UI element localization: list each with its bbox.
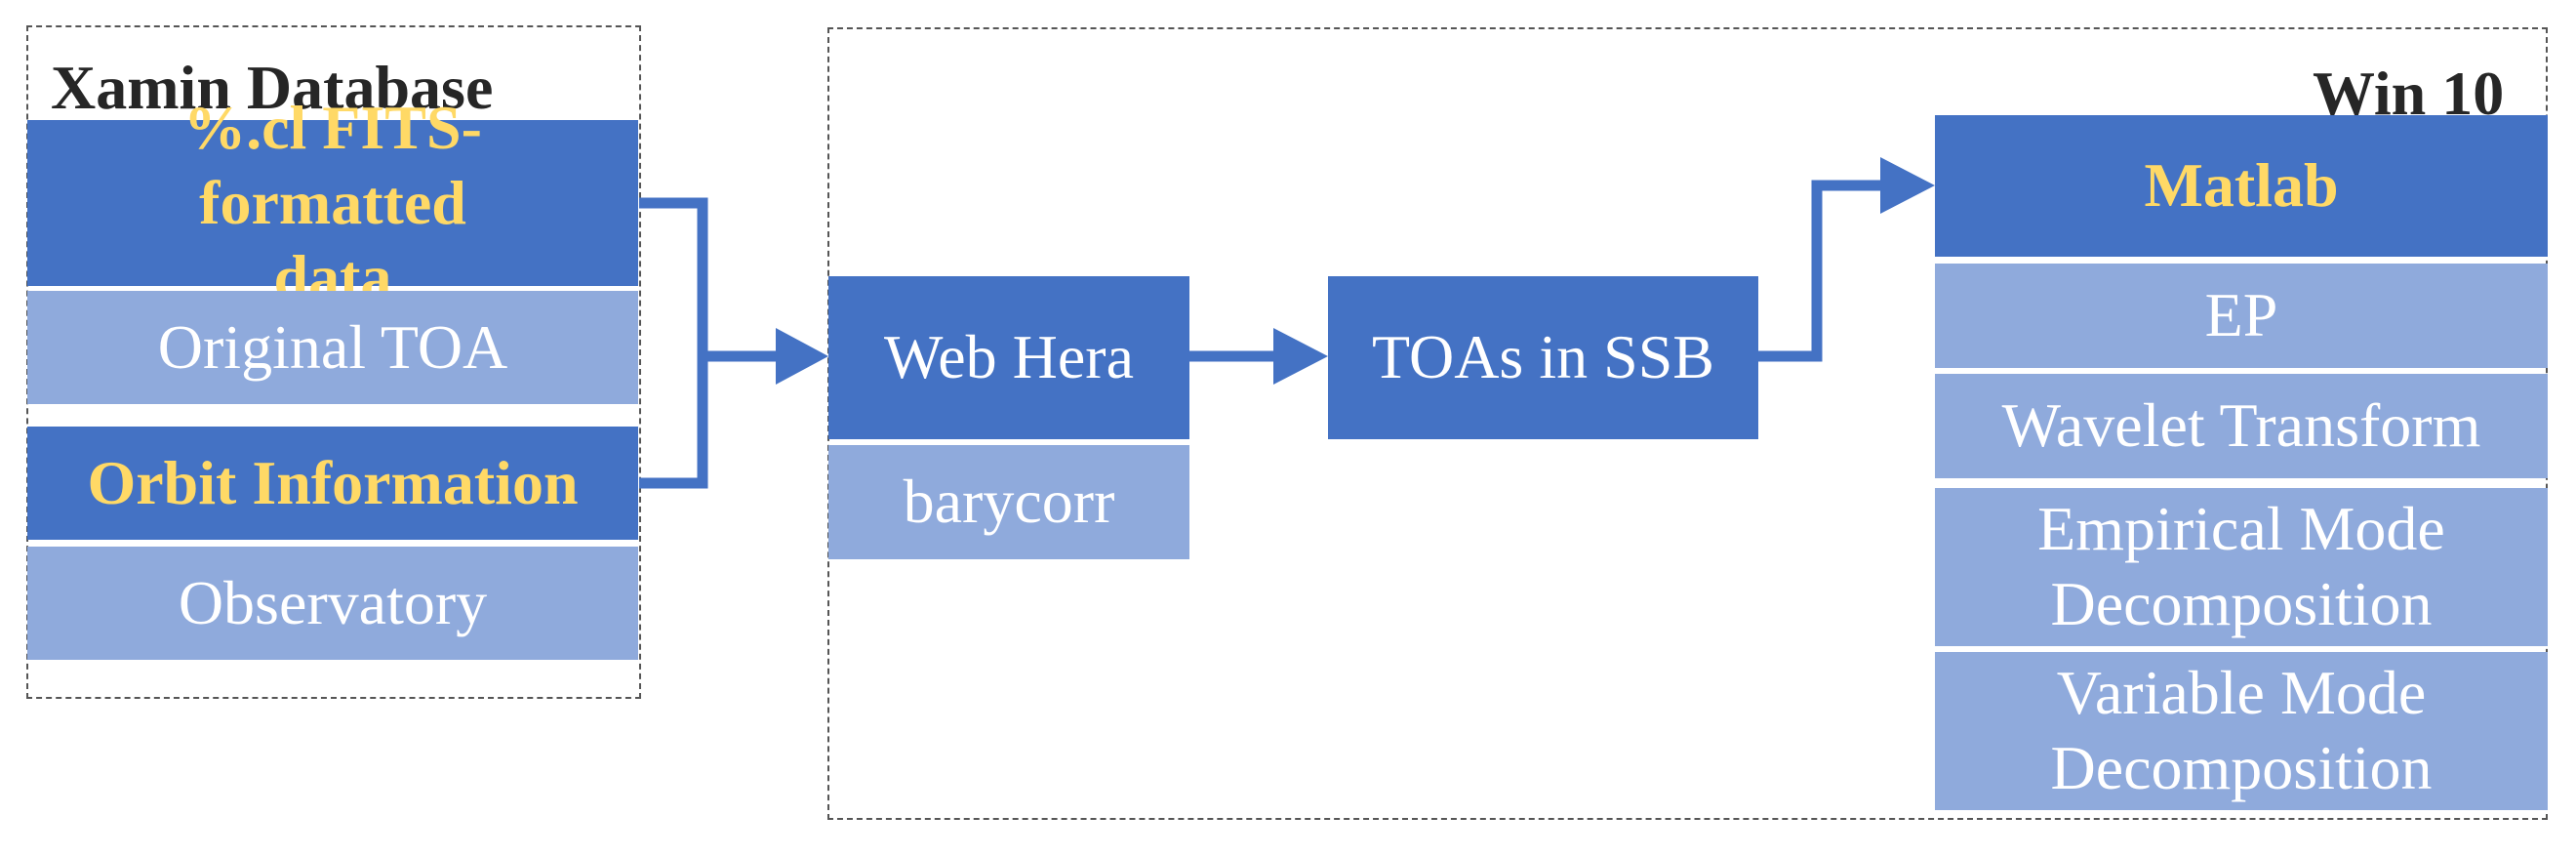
matlab-header-box: Matlab — [1935, 115, 2548, 257]
empirical-mode-decomposition-box: Empirical Mode Decomposition — [1935, 488, 2548, 646]
ep-box: EP — [1935, 264, 2548, 368]
xamin-database-title: Xamin Database — [51, 53, 494, 122]
fits-data-box: %.cl FITS-formatted data — [27, 93, 638, 311]
arrowhead-matlab — [1880, 157, 1935, 214]
web-hera-box: Web Hera — [828, 276, 1189, 439]
arrow-shaft-to-matlab — [1758, 180, 1885, 362]
variable-mode-decomposition-box: Variable Mode Decomposition — [1935, 652, 2548, 810]
orbit-information-box: Orbit Information — [27, 427, 638, 540]
bracket-connector — [639, 197, 708, 489]
toas-in-ssb-box: TOAs in SSB — [1328, 276, 1758, 439]
arrowhead-toas — [1273, 328, 1328, 385]
win10-title: Win 10 — [2313, 59, 2505, 128]
observatory-box: Observatory — [27, 547, 638, 660]
barycorr-box: barycorr — [828, 445, 1189, 559]
original-toa-box: Original TOA — [27, 291, 638, 404]
wavelet-transform-box: Wavelet Transform — [1935, 374, 2548, 478]
arrowhead-web-hera — [776, 328, 828, 385]
